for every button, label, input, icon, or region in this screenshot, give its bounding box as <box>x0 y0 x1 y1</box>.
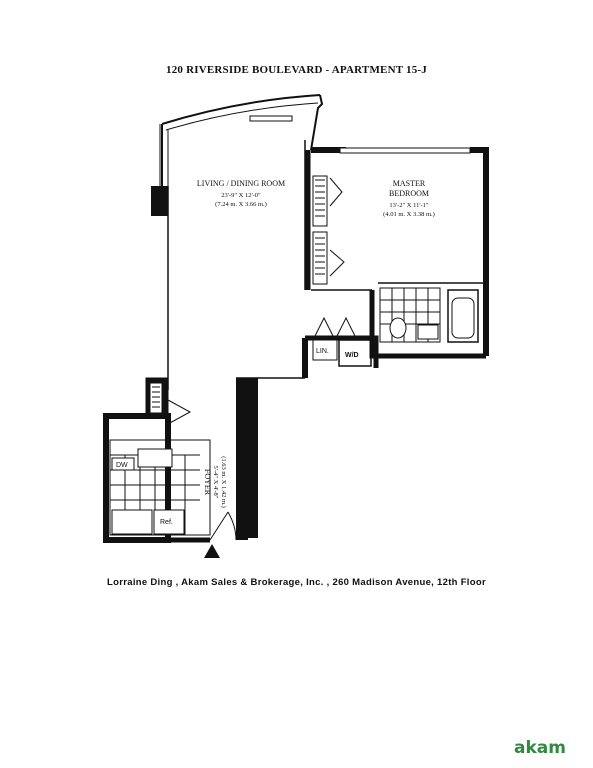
living-room-dims-m: (7.24 m. X 3.66 m.) <box>215 201 267 208</box>
foyer-dims-m: (1.63 m. X 1.42 m.) <box>220 456 227 508</box>
footer-contact: Lorraine Ding , Akam Sales & Brokerage, … <box>107 577 486 588</box>
kitchen <box>103 377 211 543</box>
entry-arrow <box>204 544 220 558</box>
bath-walls <box>369 290 486 359</box>
living-room-dims-ft: 23'-9" X 12'-0" <box>221 192 261 199</box>
refrigerator-label: Ref. <box>160 519 173 526</box>
living-room-label: LIVING / DINING ROOM <box>197 179 285 188</box>
bedroom-label-line1: MASTER <box>393 179 426 188</box>
entry-door <box>209 511 237 541</box>
corridor-walls <box>236 378 258 540</box>
linen-label: LIN. <box>316 348 329 355</box>
bedroom-label-line2: BEDROOM <box>389 189 429 198</box>
foyer-dims-ft: 5'-4" X 4'-8" <box>212 466 219 499</box>
washer-dryer-label: W/D <box>345 352 359 359</box>
living-room-walls <box>167 140 306 390</box>
laundry-area <box>302 316 379 378</box>
bathroom <box>379 287 479 343</box>
bedroom-dims-m: (4.01 m. X 3.38 m.) <box>383 211 435 218</box>
window-wall <box>159 94 324 186</box>
dishwasher-label: DW <box>116 462 128 469</box>
bedroom-walls <box>305 147 489 356</box>
plan-title: 120 RIVERSIDE BOULEVARD - APARTMENT 15-J <box>166 64 427 76</box>
column <box>151 186 168 216</box>
akam-logo: akam <box>514 738 566 758</box>
foyer-label: FOYER <box>203 469 212 496</box>
bedroom-closets <box>312 175 345 285</box>
bedroom-dims-ft: 13'-2" X 11'-1" <box>389 202 429 209</box>
